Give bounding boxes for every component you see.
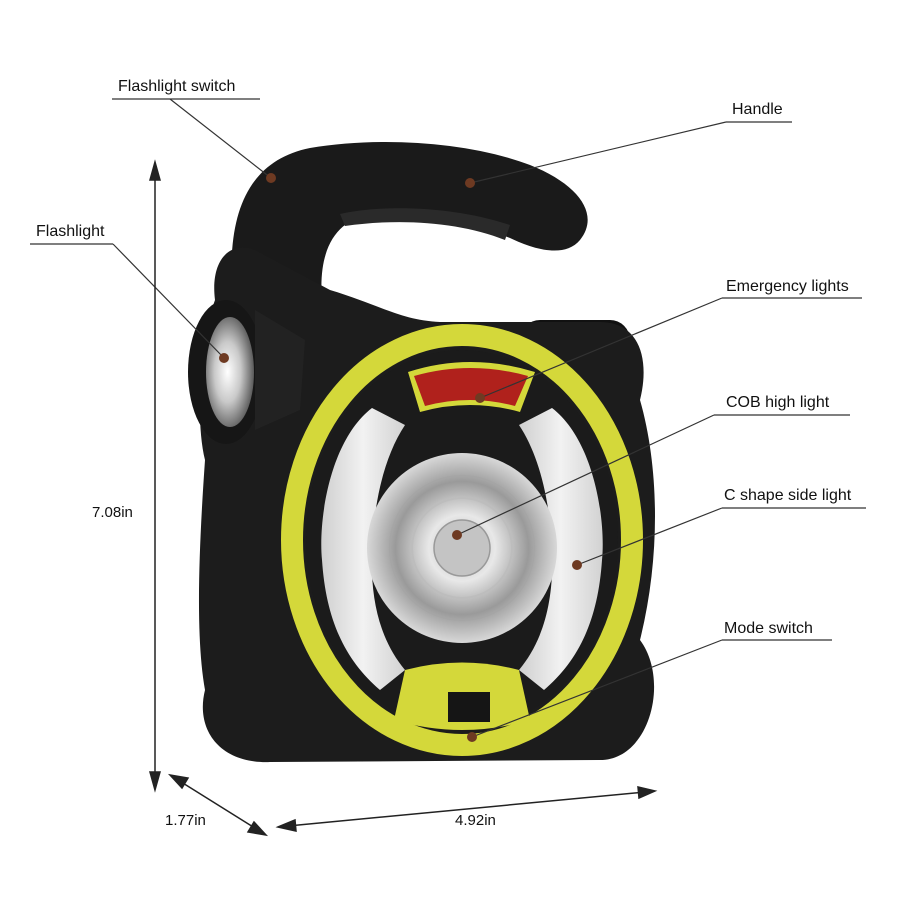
label-c-shape-side-light: C shape side light [724,487,852,504]
dimension-depth: 1.77in [165,812,206,829]
c-shape-side-light-right [519,408,603,690]
mode-switch [448,692,490,722]
dimension-arrows [149,159,658,837]
label-handle: Handle [732,101,783,118]
label-flashlight: Flashlight [36,223,105,240]
lantern-device [188,141,655,763]
callout-lines [30,98,866,738]
width-arrow [287,791,646,827]
label-emergency-lights: Emergency lights [726,278,849,295]
callout-dots [219,173,582,742]
label-flashlight-switch: Flashlight switch [118,78,236,95]
dimension-height: 7.08in [92,504,133,521]
handle [231,141,588,300]
label-mode-switch: Mode switch [724,620,813,637]
label-cob-high-light: COB high light [726,394,830,411]
dimension-width: 4.92in [455,812,496,829]
c-shape-side-light-left [321,408,405,690]
depth-arrow [177,779,259,831]
